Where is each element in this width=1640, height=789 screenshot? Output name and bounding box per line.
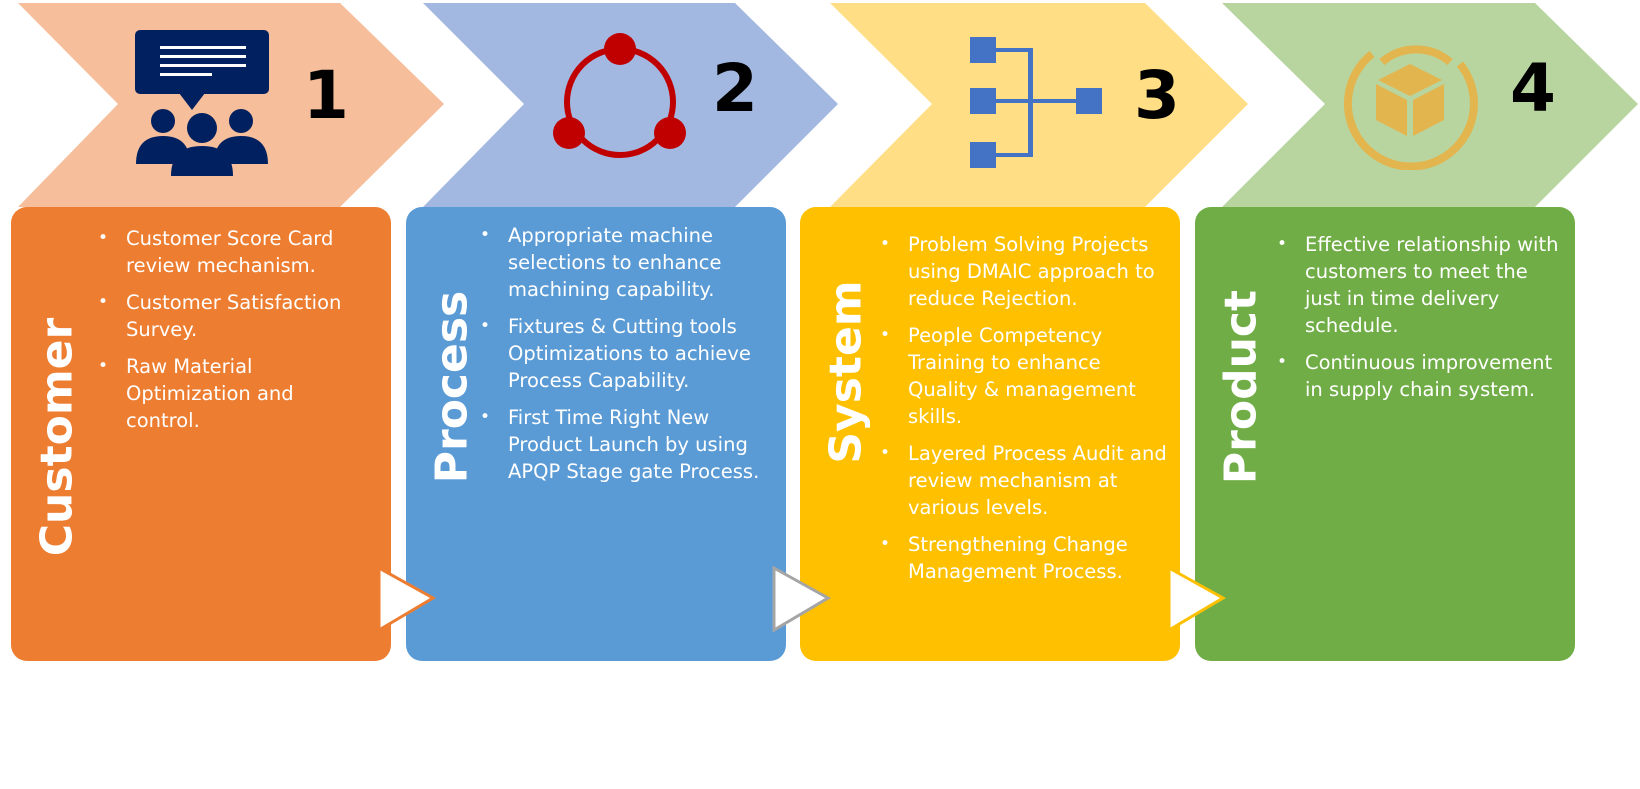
list-item: Appropriate machine selections to enhanc… [478, 222, 763, 303]
connector-arrow-3 [1167, 565, 1227, 633]
product-bullet-list: Effective relationship with customers to… [1275, 231, 1560, 413]
connector-arrow-1 [377, 565, 437, 633]
chevron-1 [18, 3, 444, 207]
step-number-1: 1 [303, 57, 349, 134]
list-item: Customer Satisfaction Survey. [96, 289, 371, 343]
system-card: System Problem Solving Projects using DM… [800, 207, 1180, 661]
customer-bullet-list: Customer Score Card review mechanism. Cu… [96, 225, 371, 444]
connector-arrow-2 [772, 565, 832, 633]
product-box-icon [1343, 45, 1478, 170]
list-item: Strengthening Change Management Process. [878, 531, 1173, 585]
process-card: Process Appropriate machine selections t… [406, 207, 786, 661]
product-card: Product Effective relationship with cust… [1195, 207, 1575, 661]
list-item: Raw Material Optimization and control. [96, 353, 371, 434]
step-number-2: 2 [712, 50, 758, 127]
list-item: Effective relationship with customers to… [1275, 231, 1560, 339]
list-item: Fixtures & Cutting tools Optimizations t… [478, 313, 763, 394]
customer-card: Customer Customer Score Card review mech… [11, 207, 391, 661]
process-cycle-icon [553, 33, 686, 158]
customer-feedback-icon [135, 30, 269, 176]
list-item: Layered Process Audit and review mechani… [878, 440, 1173, 521]
list-item: First Time Right New Product Launch by u… [478, 404, 763, 485]
system-bullet-list: Problem Solving Projects using DMAIC app… [878, 231, 1173, 595]
card-title-customer: Customer [31, 317, 83, 557]
list-item: Continuous improvement in supply chain s… [1275, 349, 1560, 403]
process-bullet-list: Appropriate machine selections to enhanc… [478, 222, 763, 495]
list-item: Problem Solving Projects using DMAIC app… [878, 231, 1173, 312]
card-title-process: Process [426, 290, 478, 484]
chevron-2 [423, 3, 838, 207]
list-item: People Competency Training to enhance Qu… [878, 322, 1173, 430]
card-title-product: Product [1215, 289, 1267, 485]
hierarchy-icon [970, 37, 1102, 168]
step-number-3: 3 [1134, 57, 1180, 134]
list-item: Customer Score Card review mechanism. [96, 225, 371, 279]
step-number-4: 4 [1510, 50, 1556, 127]
chevron-3 [830, 3, 1248, 207]
card-title-system: System [820, 280, 872, 464]
